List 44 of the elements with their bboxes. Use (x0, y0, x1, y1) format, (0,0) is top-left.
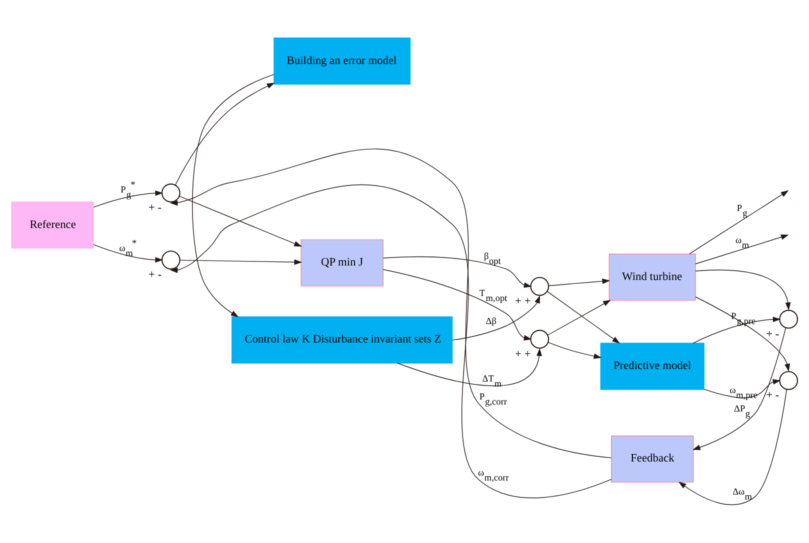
node-label: + - (148, 269, 162, 282)
arrow (382, 256, 532, 288)
arrow (547, 300, 611, 336)
arrow (93, 244, 164, 263)
node-box: Control law K Disturbance invariant sets Z (232, 316, 453, 364)
arrow (192, 74, 274, 318)
node-box: Predictive model (600, 342, 704, 390)
arrow (93, 190, 164, 208)
arrow (689, 190, 789, 254)
node-circle (530, 276, 550, 296)
node-label: + + (515, 295, 531, 308)
arrow (692, 327, 786, 450)
arrow (692, 316, 781, 344)
node-circle (530, 330, 550, 349)
arrow (382, 269, 532, 341)
node-label: + - (766, 328, 780, 340)
node-box: Wind turbine (608, 254, 696, 301)
arrow (695, 296, 790, 372)
node-circle (779, 310, 798, 329)
arrow (170, 184, 612, 498)
edge-label: Δβ (486, 316, 496, 327)
arrow (452, 295, 540, 341)
node-label: + + (515, 348, 531, 360)
node-label: + - (766, 390, 780, 402)
node-box: Feedback (610, 435, 694, 483)
arrow (548, 278, 610, 286)
node-box: QP min J (300, 239, 384, 286)
node-box: Building an error model (274, 38, 411, 85)
arrow (170, 148, 612, 458)
arrow (546, 291, 620, 344)
arrow (174, 82, 275, 186)
arrow (548, 342, 602, 359)
arrow (397, 348, 542, 386)
arrow (704, 379, 781, 398)
arrow (695, 270, 791, 310)
node-circle (779, 371, 798, 390)
node-box: Reference (11, 202, 94, 249)
arrow (678, 389, 788, 506)
arrow (179, 196, 302, 247)
node-circle (161, 250, 180, 270)
arrow (180, 259, 302, 265)
arrow (695, 234, 789, 264)
node-circle (161, 184, 180, 202)
node-label: + - (148, 202, 162, 214)
